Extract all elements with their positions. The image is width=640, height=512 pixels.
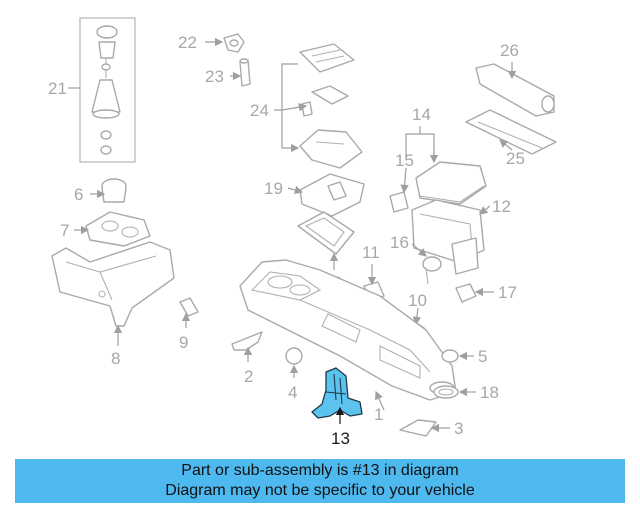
callout-11: 11 [362,243,380,262]
callout-1: 1 [374,405,383,424]
callout-17: 17 [498,283,517,302]
part-23-pin[interactable] [239,58,251,87]
callout-2: 2 [244,367,253,386]
callout-9: 9 [179,333,188,352]
callout-8: 8 [111,349,120,368]
part-26-armrest-cover[interactable] [475,63,555,117]
part-24-shift-indicator-assembly[interactable] [299,43,363,169]
part-4-knob[interactable] [285,347,303,365]
part-6-cup-insert[interactable] [101,178,127,203]
callout-19: 19 [264,179,283,198]
part-13-bracket-highlighted[interactable] [311,367,363,419]
callout-5: 5 [478,347,487,366]
callout-14: 14 [412,105,431,124]
part-3-end-cap[interactable] [399,419,437,437]
callout-22: 22 [178,33,197,52]
part-17-plug[interactable] [455,283,477,303]
part-15-latch[interactable] [389,191,409,213]
part-14-armrest-lid[interactable] [415,161,487,205]
callout-25: 25 [506,149,525,168]
part-22-clip[interactable] [223,33,245,53]
banner-line-2: Diagram may not be specific to your vehi… [165,482,475,499]
callout-16: 16 [390,233,409,252]
callout-10: 10 [408,291,427,310]
callout-24: 24 [250,101,269,120]
part-2-molding[interactable] [231,331,263,351]
part-1-center-console[interactable] [239,259,457,401]
part-16-cup-holder[interactable] [422,256,442,285]
callout-26: 26 [500,41,519,60]
part-12-storage-box[interactable] [411,199,485,275]
callout-18: 18 [480,383,499,402]
part-8-console-base[interactable] [51,241,175,327]
callout-21: 21 [48,79,67,98]
part-7-cup-mat[interactable] [85,211,151,247]
banner-line-1: Part or sub-assembly is #13 in diagram [181,462,459,479]
callout-23: 23 [205,67,224,86]
part-20-trim-frame[interactable] [297,211,355,255]
callout-7: 7 [60,221,69,240]
part-25-hinge-bracket[interactable] [465,109,557,155]
callout-3: 3 [454,419,463,438]
callout-6: 6 [74,185,83,204]
part-18-ring[interactable] [433,385,459,399]
callout-4: 4 [288,383,297,402]
callout-13: 13 [331,429,350,448]
part-19-shift-boot-panel[interactable] [299,173,365,217]
parts-diagram: 21 22 23 24 26 25 14 [48,17,557,448]
part-9-bolt[interactable] [179,297,199,317]
callout-12: 12 [492,197,511,216]
part-5-cap[interactable] [441,349,459,363]
callout-15: 15 [395,151,414,170]
part-21-shift-boot-group[interactable] [79,17,136,163]
info-banner: Part or sub-assembly is #13 in diagram D… [15,459,625,503]
